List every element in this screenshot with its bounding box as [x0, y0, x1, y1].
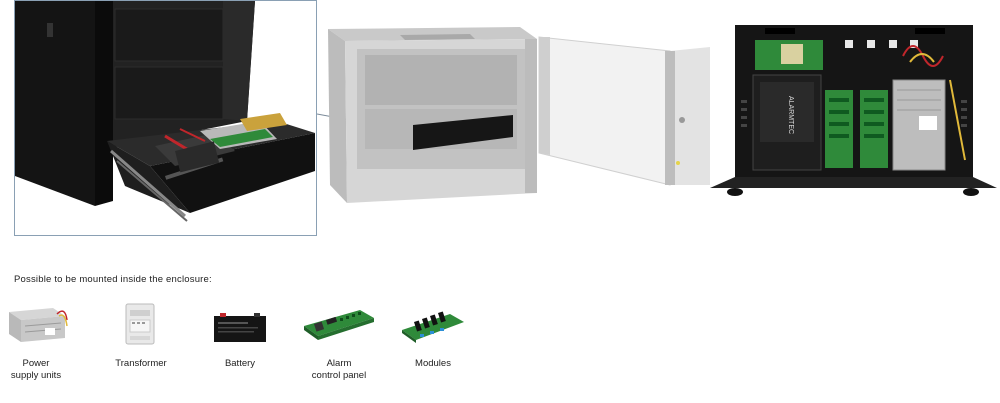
item-label: supply units	[10, 370, 62, 381]
item-label: Alarm	[326, 358, 352, 369]
cabinet-drawer-illustration	[15, 1, 315, 222]
modules-icon	[402, 311, 464, 343]
modules-image	[400, 304, 466, 346]
drawer-topview-photo: ALARMTEC	[710, 25, 997, 196]
power-supply-icon	[9, 308, 68, 342]
item-label: control panel	[311, 370, 367, 381]
mount-caption: Possible to be mounted inside the enclos…	[14, 274, 212, 285]
alarm-panel-icon	[304, 310, 374, 340]
alarm-panel-image	[302, 304, 376, 346]
battery-brand-label: ALARMTEC	[787, 96, 794, 134]
item-modules: Modules	[396, 358, 470, 370]
item-transformer: Transformer	[100, 358, 182, 370]
transformer-icon	[125, 303, 155, 345]
cabinet-drawer-photo	[14, 0, 317, 236]
item-label: Modules	[415, 358, 451, 369]
item-alarm-control-panel: Alarm control panel	[298, 358, 380, 382]
item-power-supply-units: Power supply units	[0, 358, 72, 382]
battery-image	[212, 310, 270, 344]
item-label: Battery	[224, 358, 256, 369]
item-label: Transformer	[115, 358, 167, 369]
transformer-image	[120, 300, 160, 348]
item-battery: Battery	[205, 358, 275, 370]
battery-icon	[214, 313, 266, 342]
power-supply-image	[5, 302, 69, 348]
item-label: Power	[22, 358, 50, 369]
wall-cabinet-photo	[328, 27, 710, 203]
